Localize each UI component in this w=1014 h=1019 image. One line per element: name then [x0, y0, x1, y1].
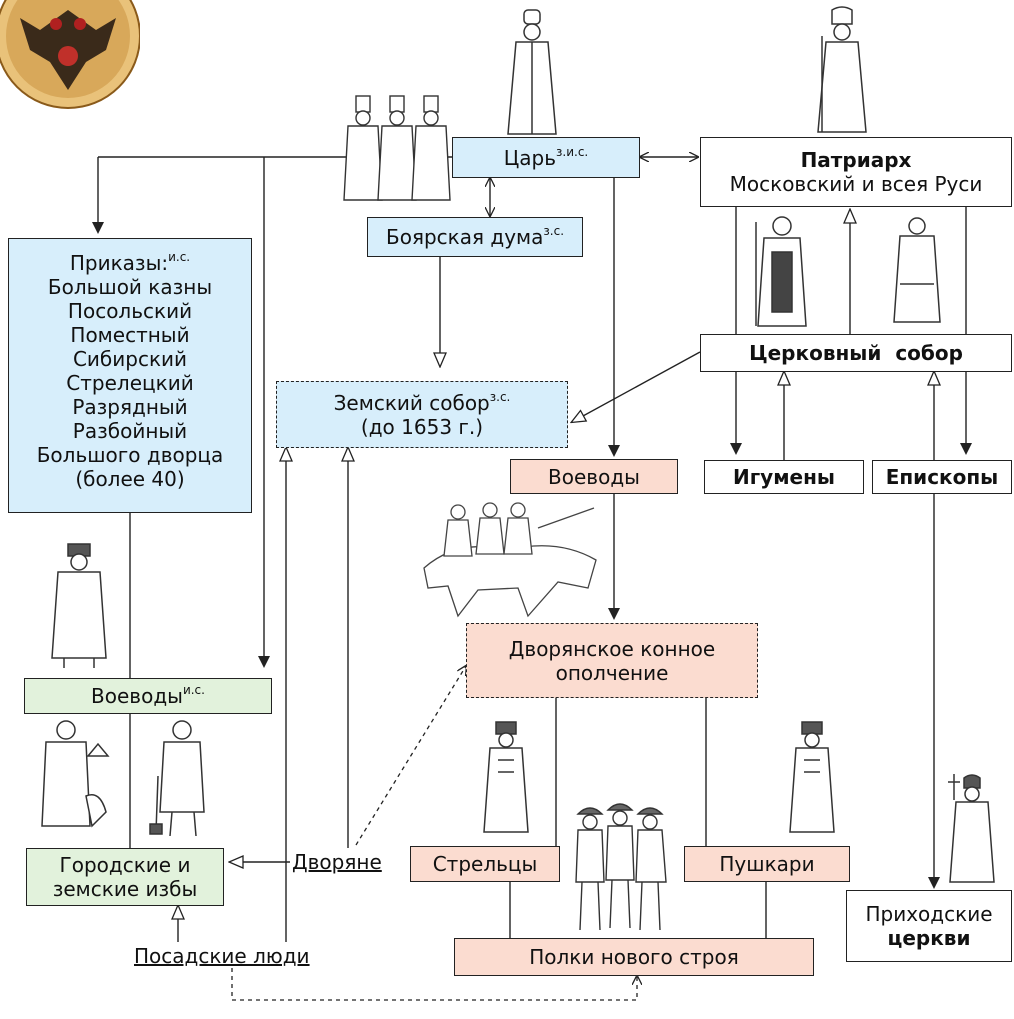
patriarch-box: Патриарх Московский и всея Руси — [700, 137, 1012, 207]
church-council-box: Церковный собор — [700, 334, 1012, 372]
pushkari-box: Пушкари — [684, 846, 850, 882]
parish-line1: Приходские — [865, 902, 993, 926]
streltsy-label: Стрельцы — [432, 852, 538, 876]
abbot-figure — [893, 217, 941, 323]
new-regiments-box: Полки нового строя — [454, 938, 814, 976]
prikaz-item: Большого дворца — [36, 443, 224, 467]
prikazy-sup: и.с. — [168, 250, 191, 264]
igumeny-label: Игумены — [732, 465, 836, 489]
noble-cavalry-line1: Дворянское конное — [508, 636, 716, 661]
bishop-figure — [755, 216, 807, 327]
zemsky-sobor-note: (до 1653 г.) — [360, 414, 484, 439]
prikaz-item: Разрядный — [72, 395, 188, 419]
coat-of-arms-emblem — [0, 0, 140, 109]
town-huts-box: Городские и земские избы — [26, 848, 224, 906]
parish-box: Приходские церкви — [846, 890, 1012, 962]
prikaz-item: Сибирский — [72, 347, 188, 371]
zemsky-sobor-sup: з.с. — [489, 389, 511, 404]
boyars-figure — [343, 95, 451, 201]
prikazy-title: Приказы: — [69, 251, 169, 275]
prikazy-box: Приказы:и.с. Большой казны Посольский По… — [8, 238, 252, 513]
dvoryane-label: Дворяне — [292, 850, 382, 874]
craftsman-figure — [149, 720, 205, 837]
zemsky-sobor-box: Земский соборз.с. (до 1653 г.) — [276, 381, 568, 448]
tsar-label: Царь — [503, 145, 557, 170]
pushkar-figure — [789, 721, 835, 833]
voevody-local-box: Воеводыи.с. — [24, 678, 272, 714]
voevody-military-box: Воеводы — [510, 459, 678, 494]
boyar-duma-box: Боярская думаз.с. — [367, 217, 583, 257]
prikaz-item: Поместный — [70, 323, 190, 347]
zemsky-sobor-label: Земский собор — [333, 390, 490, 415]
cavalry-figure — [423, 502, 597, 618]
pushkari-label: Пушкари — [719, 852, 815, 876]
church-council-label: Церковный собор — [749, 341, 963, 365]
streltsy-box: Стрельцы — [410, 846, 560, 882]
tsar-box: Царьз.и.с. — [452, 137, 640, 178]
boyar-duma-label: Боярская дума — [385, 225, 544, 249]
prikaz-item: (более 40) — [75, 467, 185, 491]
patriarch-figure — [817, 6, 867, 133]
soldiers-figure — [575, 803, 667, 931]
noble-cavalry-line2: ополчение — [555, 660, 669, 685]
strelets-figure — [483, 721, 529, 833]
voevody-local-label: Воеводы — [91, 684, 183, 708]
noble-cavalry-box: Дворянское конное ополчение — [466, 623, 758, 698]
merchant-figure — [41, 720, 110, 828]
boyar-duma-sup: з.с. — [543, 224, 565, 238]
prikaz-item: Большой казны — [47, 275, 213, 299]
patriarch-subtitle: Московский и всея Руси — [729, 172, 983, 196]
voevoda-figure — [51, 543, 107, 668]
voevody-local-sup: и.с. — [182, 683, 205, 697]
voevody-military-label: Воеводы — [548, 464, 640, 489]
tsar-figure — [507, 9, 557, 135]
tsar-sup: з.и.с. — [556, 144, 589, 159]
patriarch-title: Патриарх — [800, 148, 912, 172]
prikaz-item: Разбойный — [72, 419, 188, 443]
new-regiments-label: Полки нового строя — [529, 945, 739, 969]
igumeny-box: Игумены — [704, 460, 864, 494]
posadskie-label: Посадские люди — [134, 944, 310, 968]
prikaz-item: Посольский — [67, 299, 193, 323]
prikaz-item: Стрелецкий — [66, 371, 194, 395]
town-huts-line1: Городские и — [59, 853, 191, 877]
episkopy-box: Епископы — [872, 460, 1012, 494]
town-huts-line2: земские избы — [52, 877, 198, 901]
episkopy-label: Епископы — [885, 465, 999, 489]
parish-line2: церкви — [887, 926, 971, 950]
priest-figure — [948, 774, 995, 883]
